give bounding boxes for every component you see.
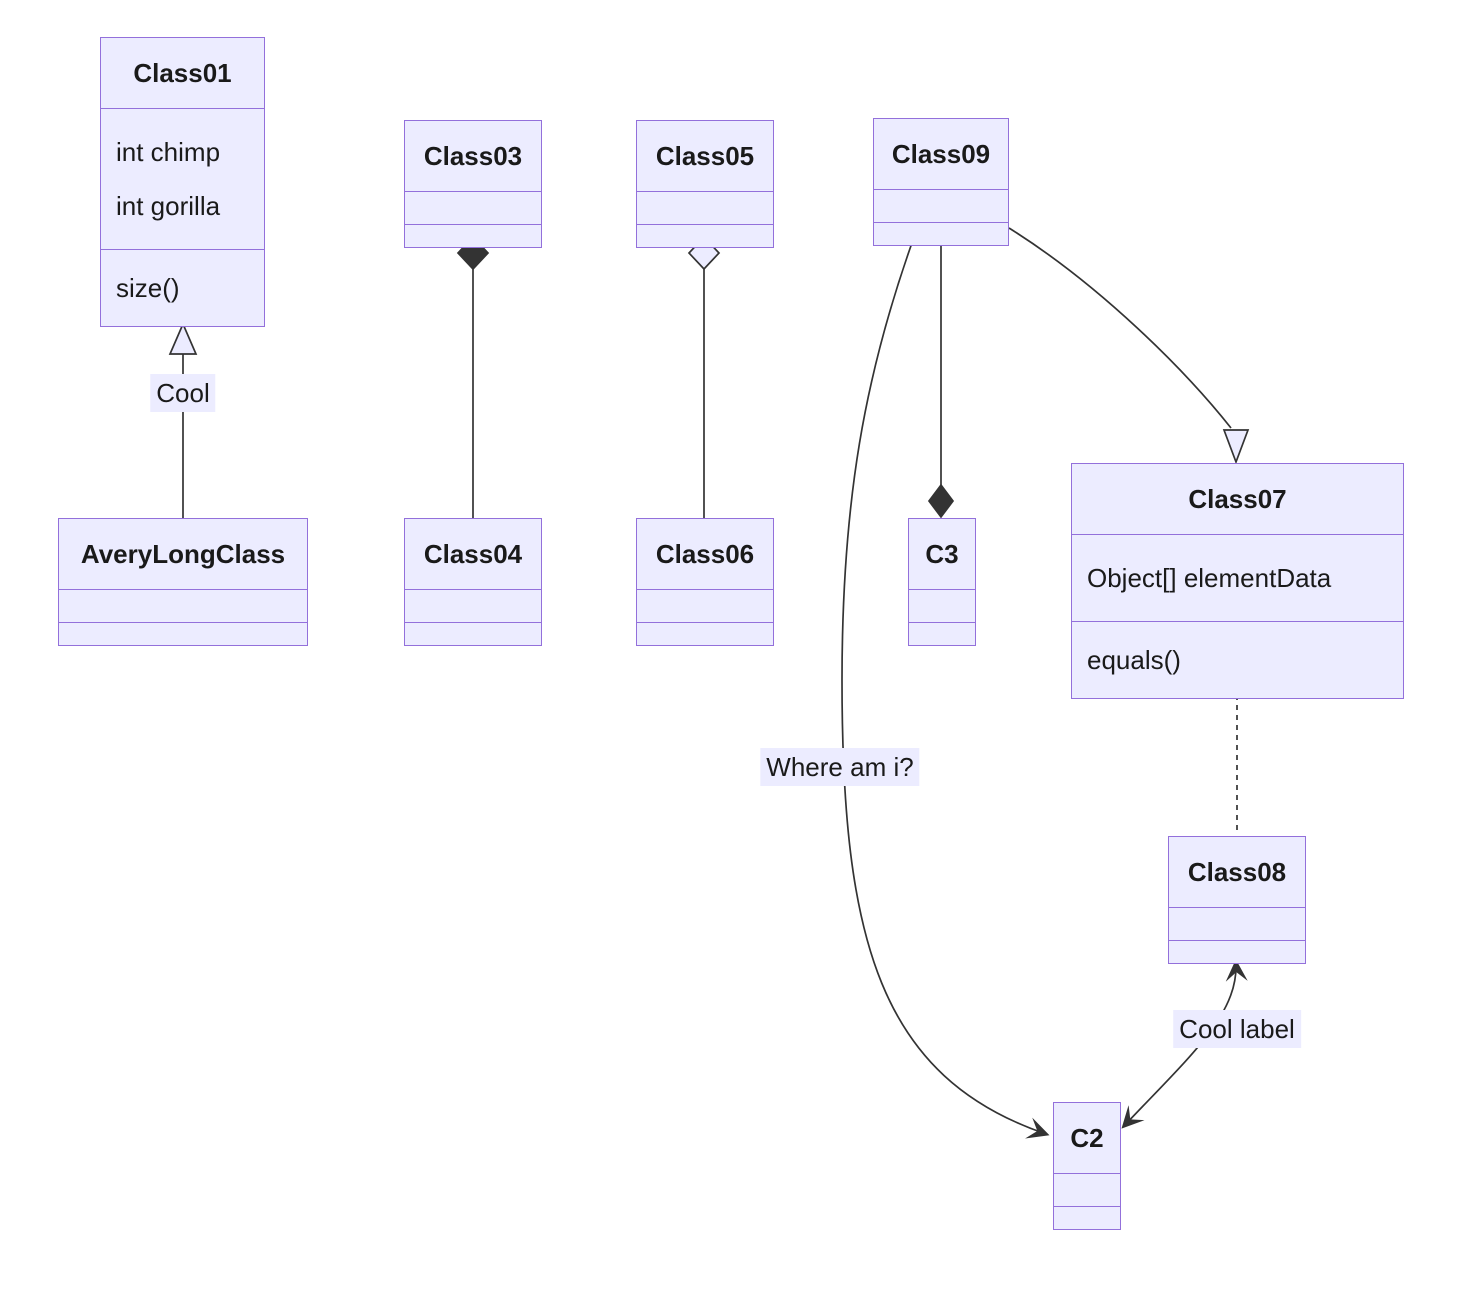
- class-attribute: Object[] elementData: [1087, 563, 1332, 593]
- class-title: C3: [925, 539, 959, 569]
- class-attributes-section: [1169, 907, 1305, 940]
- class-box-class07: Class07 Object[] elementData equals(): [1071, 463, 1404, 699]
- class-attributes-section: Object[] elementData: [1072, 534, 1403, 621]
- class-title: Class05: [655, 141, 755, 171]
- class-box-class05: Class05: [636, 120, 774, 248]
- class-box-class03: Class03: [404, 120, 542, 248]
- class-attributes-section: int chimp int gorilla: [101, 108, 264, 249]
- class-box-class06: Class06: [636, 518, 774, 646]
- edge-inheritance-class09-class07: [1008, 227, 1232, 429]
- class-methods-section: [637, 622, 773, 645]
- class-attributes-section: [405, 589, 541, 622]
- class-attributes-section: [874, 189, 1008, 222]
- class-method: size(): [116, 273, 180, 303]
- class-attributes-section: [637, 191, 773, 224]
- class-title: Class04: [423, 539, 523, 569]
- class-box-averylongclass: AveryLongClass: [58, 518, 308, 646]
- edge-label-cool-label: Cool label: [1173, 1010, 1301, 1048]
- class-attributes-section: [637, 589, 773, 622]
- class-box-class09: Class09: [873, 118, 1009, 246]
- class-title: C2: [1070, 1123, 1104, 1153]
- class-methods-section: [405, 622, 541, 645]
- class-box-class01: Class01 int chimp int gorilla size(): [100, 37, 265, 327]
- class-title: Class09: [891, 139, 991, 169]
- class-method: equals(): [1087, 645, 1181, 675]
- class-attribute: int chimp: [116, 137, 221, 167]
- class-title: Class08: [1187, 857, 1287, 887]
- class-methods-section: [909, 622, 975, 645]
- class-box-c3: C3: [908, 518, 976, 646]
- class-attributes-section: [1054, 1173, 1120, 1206]
- class-methods-section: size(): [101, 249, 264, 326]
- edge-arrow-class09-c2: [841, 239, 1050, 1139]
- composition-diamond-icon: [927, 483, 955, 519]
- class-attributes-section: [405, 191, 541, 224]
- class-methods-section: [405, 224, 541, 247]
- class-attributes-section: [59, 589, 307, 622]
- class-box-class04: Class04: [404, 518, 542, 646]
- class-title: Class03: [423, 141, 523, 171]
- class-attribute: int gorilla: [116, 191, 221, 221]
- inheritance-triangle-icon: [168, 321, 198, 355]
- class-title: Class07: [1188, 484, 1287, 514]
- class-methods-section: [1054, 1206, 1120, 1229]
- edge-label-cool: Cool: [150, 374, 216, 412]
- class-methods-section: [637, 224, 773, 247]
- class-attributes-section: [909, 589, 975, 622]
- class-methods-section: [1169, 940, 1305, 963]
- class-box-class08: Class08: [1168, 836, 1306, 964]
- class-box-c2: C2: [1053, 1102, 1121, 1230]
- class-title: Class06: [655, 539, 755, 569]
- edge-label-where-am-i: Where am i?: [760, 748, 920, 786]
- class-title: AveryLongClass: [80, 539, 286, 569]
- class-methods-section: [59, 622, 307, 645]
- inheritance-triangle-icon: [1222, 429, 1250, 465]
- class-methods-section: [874, 222, 1008, 245]
- class-methods-section: equals(): [1072, 621, 1403, 698]
- class-title: Class01: [133, 58, 232, 88]
